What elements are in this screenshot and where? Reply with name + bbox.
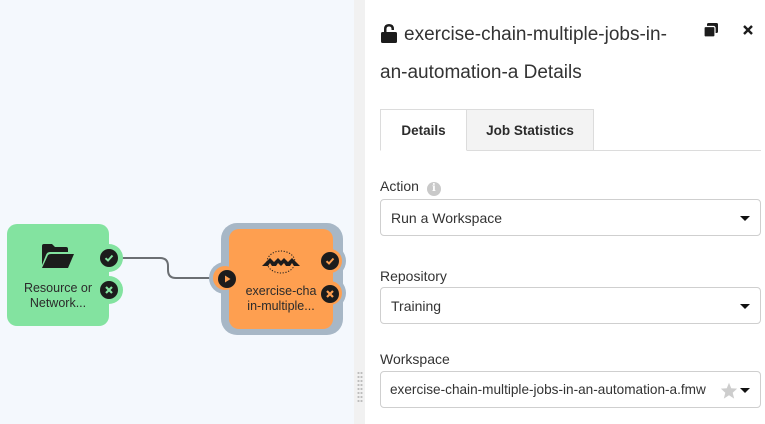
workspace-label: Workspace (380, 351, 450, 367)
info-icon[interactable]: i (426, 182, 441, 196)
node-label-line1: exercise-cha (245, 284, 317, 298)
resource-network-node[interactable]: Resource or Network... (7, 224, 123, 326)
drag-handle-icon[interactable] (357, 371, 363, 403)
success-check-icon[interactable] (321, 252, 339, 270)
repository-select[interactable]: Training (380, 287, 761, 324)
chevron-down-icon (740, 216, 750, 221)
tab-job-statistics[interactable]: Job Statistics (466, 109, 594, 150)
action-label-text: Action (380, 178, 419, 194)
close-icon[interactable] (742, 24, 754, 36)
tab-details[interactable]: Details (380, 109, 467, 151)
node-label-line1: Resource or (23, 281, 93, 295)
title-line1: exercise-chain-multiple-jobs-in- (404, 24, 667, 45)
action-select[interactable]: Run a Workspace (380, 199, 761, 236)
details-panel: exercise-chain-multiple-jobs-in- an-auto… (365, 0, 765, 424)
failure-x-icon[interactable] (100, 281, 118, 299)
repository-value: Training (391, 297, 442, 314)
node-label-line2: Network... (29, 296, 87, 310)
workflow-canvas[interactable]: Resource or Network... exercise-cha in-m… (0, 0, 354, 424)
repository-label: Repository (380, 268, 447, 284)
tab-bar: Details Job Statistics (380, 109, 761, 151)
fme-logo-icon (262, 250, 300, 274)
unlock-icon[interactable] (380, 23, 398, 43)
panel-title: exercise-chain-multiple-jobs-in- an-auto… (380, 16, 700, 92)
node-label-line2: in-multiple... (247, 299, 315, 313)
input-play-icon[interactable] (218, 270, 236, 288)
star-icon[interactable] (720, 382, 738, 399)
workspace-value: exercise-chain-multiple-jobs-in-an-autom… (390, 382, 706, 397)
folder-open-icon (42, 244, 74, 268)
success-check-icon[interactable] (100, 249, 118, 267)
window-restore-icon[interactable] (703, 22, 719, 38)
workspace-select[interactable]: exercise-chain-multiple-jobs-in-an-autom… (380, 371, 761, 408)
action-value: Run a Workspace (391, 209, 503, 226)
failure-x-icon[interactable] (321, 285, 339, 303)
connection-line (120, 257, 218, 279)
panel-splitter[interactable] (354, 0, 365, 424)
chevron-down-icon (740, 388, 750, 393)
workspace-node[interactable]: exercise-cha in-multiple... (229, 229, 333, 329)
chevron-down-icon (740, 304, 750, 309)
title-line2: an-automation-a Details (380, 62, 582, 83)
